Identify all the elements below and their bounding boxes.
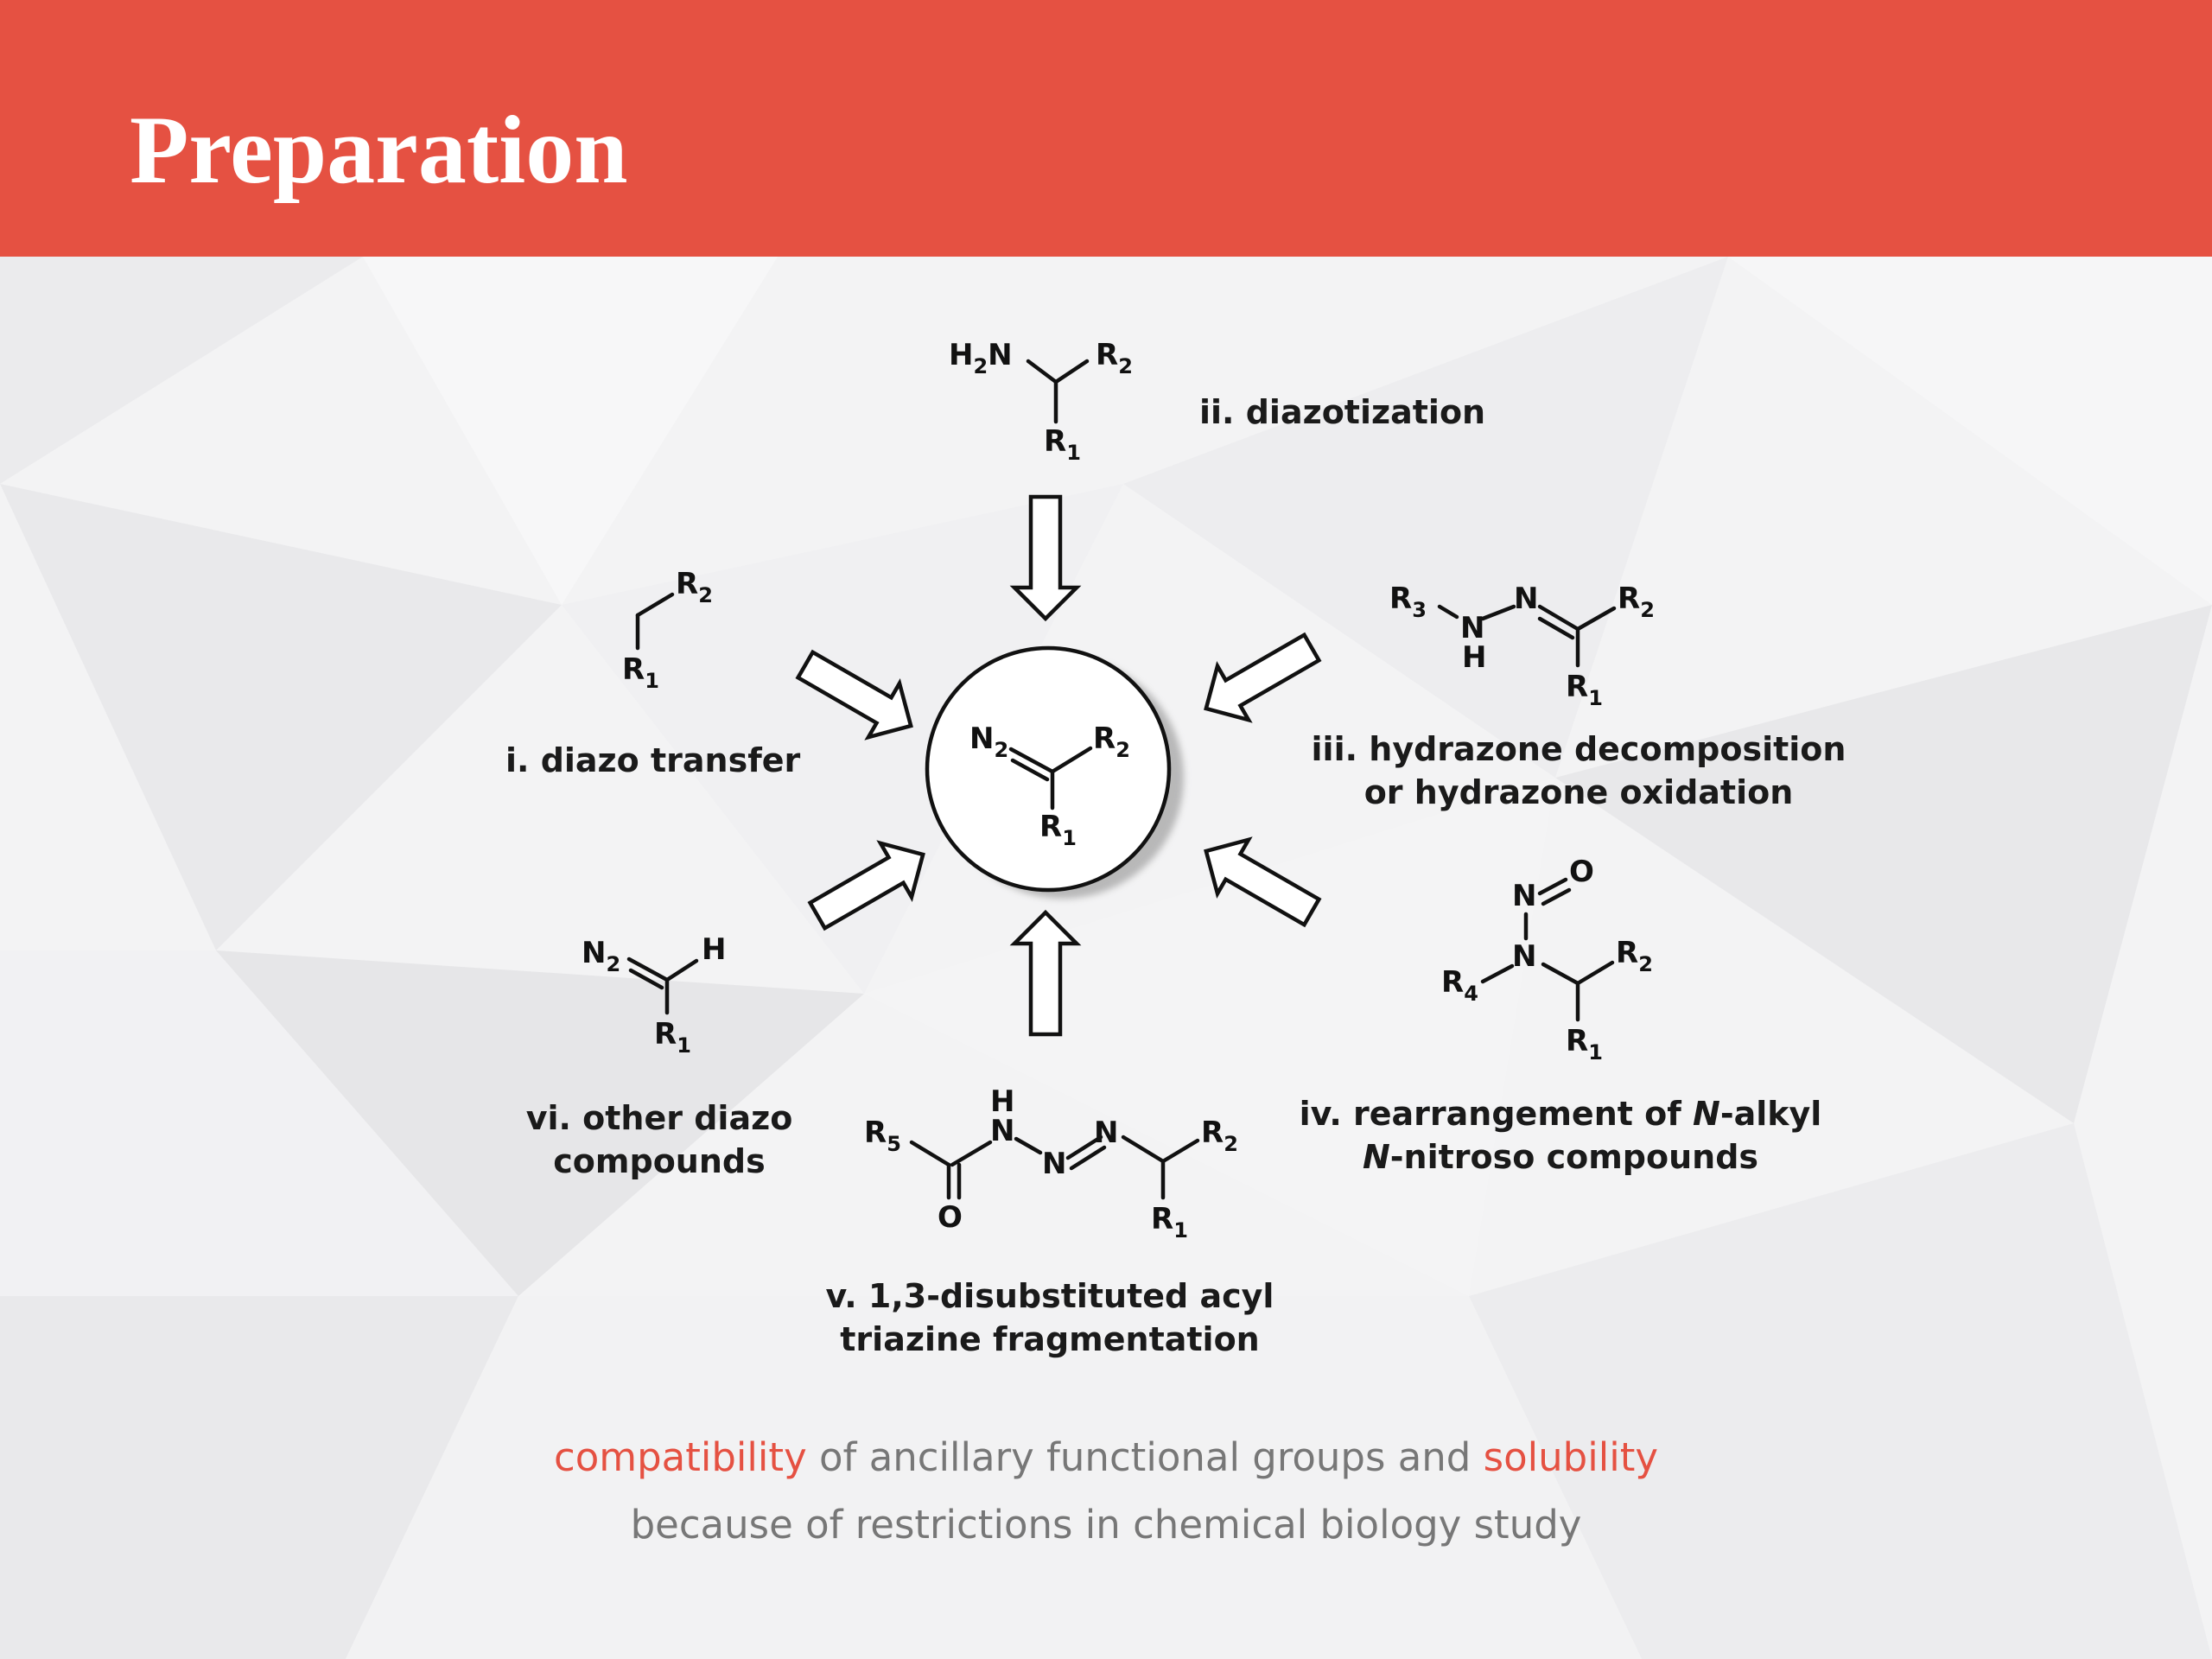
- svg-text:R2: R2: [676, 567, 713, 607]
- label-iii-line1: iii. hydrazone decomposition: [1312, 730, 1847, 768]
- svg-text:R1: R1: [1044, 424, 1081, 465]
- svg-text:N2: N2: [969, 721, 1008, 762]
- svg-text:H: H: [990, 1084, 1014, 1119]
- footer-solubility: solubility: [1483, 1434, 1659, 1480]
- structure-i: R2 R1: [622, 567, 713, 693]
- svg-text:N: N: [1514, 582, 1538, 616]
- label-ii-diazotization: ii. diazotization: [1199, 393, 1485, 431]
- label-iv-line1: iv. rearrangement of N-alkyl: [1300, 1095, 1822, 1133]
- arrow-vi: [807, 840, 925, 931]
- svg-text:R2: R2: [1093, 721, 1130, 762]
- svg-text:N: N: [1512, 939, 1536, 974]
- svg-text:N2: N2: [582, 936, 620, 976]
- svg-text:R1: R1: [1566, 1024, 1603, 1065]
- arrow-ii: [1009, 494, 1082, 622]
- arrow-i: [795, 649, 913, 741]
- svg-text:R4: R4: [1441, 965, 1478, 1006]
- svg-text:R1: R1: [1566, 670, 1603, 710]
- diazo-preparation-diagram: N2 R2 R1 H2N R2 R1 ii. diazotization R2 …: [505, 338, 1847, 1358]
- arrow-iv: [1204, 836, 1322, 928]
- svg-text:R1: R1: [1039, 810, 1077, 850]
- structure-ii-amine: H2N R2 R1: [949, 338, 1133, 465]
- arrow-iii: [1204, 632, 1322, 723]
- page-title: Preparation: [130, 97, 628, 204]
- central-diazo-compound: N2 R2 R1: [925, 645, 1184, 899]
- arrow-v: [1009, 909, 1082, 1037]
- footer-compatibility: compatibility: [553, 1434, 807, 1480]
- label-v-line2: triazine fragmentation: [840, 1320, 1259, 1358]
- center-n2: N: [969, 721, 994, 756]
- label-v-line1: v. 1,3-disubstituted acyl: [826, 1277, 1274, 1315]
- svg-text:O: O: [938, 1200, 963, 1235]
- svg-text:R3: R3: [1389, 582, 1427, 622]
- structure-iii-hydrazone: R3 N H N R2 R1: [1389, 582, 1655, 710]
- svg-text:N: N: [1460, 611, 1484, 645]
- center-r1: R: [1039, 810, 1062, 844]
- structure-vi: N2 H R1: [582, 932, 726, 1058]
- svg-text:N: N: [990, 1114, 1014, 1148]
- footer-mid: of ancillary functional groups and: [806, 1434, 1484, 1480]
- structure-iv-nitroso: N O N R4 R2 R1: [1441, 855, 1653, 1065]
- svg-text:R2: R2: [1201, 1116, 1238, 1156]
- svg-text:R2: R2: [1616, 936, 1653, 976]
- svg-text:R2: R2: [1096, 338, 1133, 378]
- svg-text:R1: R1: [1151, 1202, 1188, 1243]
- svg-text:R5: R5: [864, 1116, 901, 1156]
- svg-text:N: N: [1512, 879, 1536, 913]
- label-iv-line2: N-nitroso compounds: [1363, 1138, 1758, 1176]
- svg-text:N: N: [1042, 1147, 1066, 1181]
- center-r2: R: [1093, 721, 1116, 756]
- svg-text:R2: R2: [1618, 582, 1655, 622]
- svg-text:N: N: [1094, 1116, 1118, 1150]
- label-vi-line2: compounds: [553, 1142, 765, 1180]
- svg-text:H2N: H2N: [949, 338, 1013, 378]
- footer-line-1: compatibility of ancillary functional gr…: [0, 1434, 2212, 1480]
- label-iii-line2: or hydrazone oxidation: [1364, 773, 1794, 811]
- header-bar: [0, 0, 2212, 257]
- svg-text:R1: R1: [622, 652, 659, 693]
- svg-text:H: H: [702, 932, 726, 967]
- svg-text:R1: R1: [654, 1017, 691, 1058]
- label-i-diazo-transfer: i. diazo transfer: [505, 741, 801, 779]
- svg-text:O: O: [1569, 855, 1594, 889]
- label-vi-line1: vi. other diazo: [526, 1099, 793, 1137]
- svg-text:H: H: [1462, 640, 1486, 675]
- footer-line-2: because of restrictions in chemical biol…: [630, 1502, 1582, 1548]
- structure-v-acyl-triazine: R5 O H N N N R2 R1: [864, 1084, 1238, 1243]
